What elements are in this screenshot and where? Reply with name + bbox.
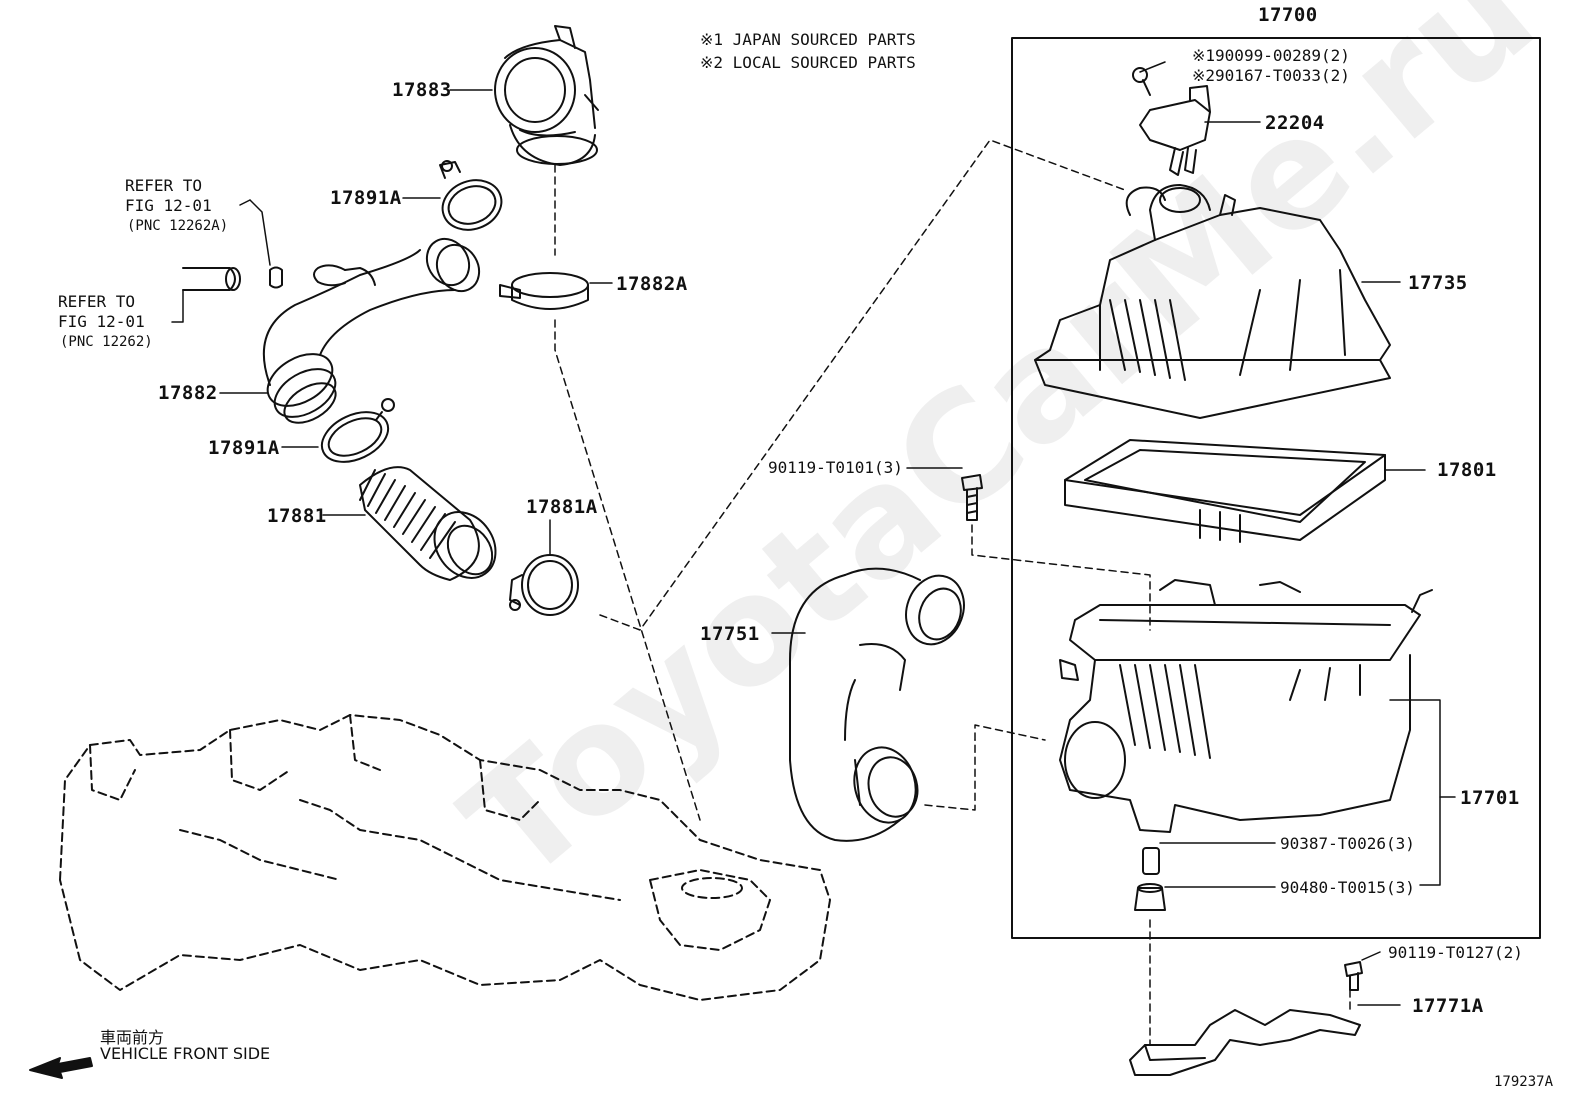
note-japan-sourced: ※1 JAPAN SOURCED PARTS bbox=[700, 30, 916, 49]
label-22204[interactable]: 22204 bbox=[1265, 112, 1325, 134]
part-90387-drawing bbox=[1142, 847, 1160, 875]
part-17882-drawing bbox=[262, 237, 481, 424]
ref1-line2[interactable]: FIG 12-01 bbox=[125, 196, 212, 215]
ref1-line1: REFER TO bbox=[125, 176, 203, 195]
label-290167-T0033[interactable]: ※290167-T0033(2) bbox=[1192, 66, 1350, 85]
part-17891A-top-drawing bbox=[439, 160, 503, 231]
label-17801[interactable]: 17801 bbox=[1437, 459, 1497, 481]
part-17891A-bottom-drawing bbox=[320, 398, 395, 463]
front-arrow-icon bbox=[29, 1057, 93, 1079]
ref-hose-stub-drawing bbox=[182, 266, 283, 291]
note-local-sourced: ※2 LOCAL SOURCED PARTS bbox=[700, 53, 916, 72]
label-90119-T0127[interactable]: 90119-T0127(2) bbox=[1388, 943, 1523, 962]
part-17701-drawing bbox=[1059, 579, 1433, 833]
part-90480-drawing bbox=[1134, 883, 1166, 911]
part-17883-drawing bbox=[494, 25, 599, 166]
label-17771A[interactable]: 17771A bbox=[1412, 995, 1484, 1017]
part-90119-T0127-drawing bbox=[1344, 961, 1363, 991]
label-17700[interactable]: 17700 bbox=[1258, 4, 1318, 26]
label-17881A[interactable]: 17881A bbox=[526, 496, 598, 518]
label-17891A-top[interactable]: 17891A bbox=[330, 187, 402, 209]
assembly-box bbox=[1011, 37, 1541, 939]
part-17881A-drawing bbox=[509, 554, 579, 616]
label-17882A[interactable]: 17882A bbox=[616, 273, 688, 295]
ref2-line1: REFER TO bbox=[58, 292, 136, 311]
part-17735-drawing bbox=[1034, 184, 1391, 419]
label-17883[interactable]: 17883 bbox=[392, 79, 452, 101]
ref1-line3: (PNC 12262A) bbox=[127, 218, 229, 234]
part-17771A-drawing bbox=[1129, 1009, 1361, 1076]
part-17882A-drawing bbox=[499, 272, 589, 310]
ref2-line2[interactable]: FIG 12-01 bbox=[58, 312, 145, 331]
part-17751-drawing bbox=[789, 567, 965, 842]
part-17881-drawing bbox=[359, 466, 497, 581]
engine-outline-drawing bbox=[59, 714, 831, 1001]
ref2-line3: (PNC 12262) bbox=[60, 334, 153, 350]
dashed-assembly-lines bbox=[554, 139, 1351, 1046]
part-17801-drawing bbox=[1064, 439, 1386, 543]
label-17701[interactable]: 17701 bbox=[1460, 787, 1520, 809]
label-90480-T0015[interactable]: 90480-T0015(3) bbox=[1280, 878, 1415, 897]
label-90387-T0026[interactable]: 90387-T0026(3) bbox=[1280, 834, 1415, 853]
figure-id: 179237A bbox=[1494, 1074, 1554, 1090]
part-22204-drawing bbox=[1132, 67, 1211, 176]
direction-english: VEHICLE FRONT SIDE bbox=[100, 1044, 271, 1063]
part-90119-T0101-drawing bbox=[961, 474, 983, 521]
direction-japanese: 車両前方 bbox=[100, 1028, 165, 1047]
label-90119-T0101[interactable]: 90119-T0101(3) bbox=[768, 458, 903, 477]
label-17882[interactable]: 17882 bbox=[158, 382, 218, 404]
leader-lines bbox=[171, 61, 1456, 1006]
label-17751[interactable]: 17751 bbox=[700, 623, 760, 645]
label-17735[interactable]: 17735 bbox=[1408, 272, 1468, 294]
label-17881[interactable]: 17881 bbox=[267, 505, 327, 527]
label-190099-00289[interactable]: ※190099-00289(2) bbox=[1192, 46, 1350, 65]
label-17891A-bottom[interactable]: 17891A bbox=[208, 437, 280, 459]
